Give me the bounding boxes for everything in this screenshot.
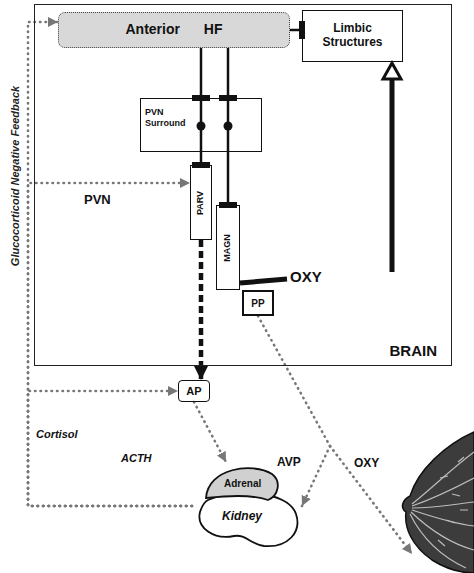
kidney-organ: AdrenalKidney <box>192 462 302 548</box>
process-box: Limbic Structures <box>302 10 403 62</box>
duct-line <box>412 502 474 508</box>
duct-line <box>412 510 474 526</box>
lobule-marks <box>438 457 468 546</box>
synapse-line <box>200 98 203 152</box>
duct-line <box>412 478 474 506</box>
breast-texture <box>410 452 474 568</box>
breast-outline <box>403 432 474 573</box>
inhibitory-connector <box>290 29 302 32</box>
arrow-connector <box>28 391 192 506</box>
nucleus-box: MAGN <box>216 205 240 290</box>
process-box: PVN Surround <box>140 98 262 152</box>
arrow-connector <box>194 402 226 462</box>
arrow-connector <box>28 183 192 506</box>
adrenal-outline <box>206 468 278 500</box>
hormone-label: AVP <box>276 456 302 469</box>
inhibitory-connector <box>227 48 230 98</box>
process-box: AP <box>178 380 210 402</box>
duct-line <box>411 512 474 550</box>
inhibitory-connector <box>227 152 230 205</box>
arrow-connector <box>199 240 204 380</box>
synapse-lines <box>201 98 228 152</box>
hormone-label: OXY <box>290 269 322 286</box>
inhibitory-connector <box>200 48 203 98</box>
inhibitory-connector <box>200 152 203 165</box>
region-label: PVN <box>84 193 111 207</box>
box-label: MAGN <box>223 234 233 262</box>
box-label: AP <box>186 385 201 397</box>
box-label: PP <box>251 298 264 309</box>
open-arrowhead <box>383 63 401 79</box>
box-label: Anterior HF <box>126 22 223 37</box>
synapse-line <box>227 98 230 152</box>
region-title: BRAIN <box>390 343 438 360</box>
brain-region: BRAIN Anterior HF Limbic StructuresPVN Sur… <box>34 4 452 366</box>
hormone-label: Cortisol <box>36 428 78 440</box>
duct-line <box>412 452 474 504</box>
hormone-label: OXY <box>354 457 379 470</box>
oxy-projection <box>240 279 287 283</box>
kidney-shape <box>192 462 302 548</box>
box-label: PARV <box>196 190 206 214</box>
box-label: PVN Surround <box>145 107 191 129</box>
box-label: Limbic Structures <box>307 22 398 50</box>
synapse-dot <box>224 122 233 131</box>
arrowhead <box>402 543 412 554</box>
oxy-projection <box>390 78 395 272</box>
breast-illustration <box>403 432 474 573</box>
nucleus-box: PARV <box>190 165 212 240</box>
process-box: Anterior HF <box>58 12 290 48</box>
arrow-connector <box>28 22 192 506</box>
duct-line <box>410 514 466 568</box>
kidney-outline <box>199 493 297 546</box>
feedback-label: Glucocorticoid Negative Feedback <box>9 86 21 266</box>
organ-label: Adrenal <box>224 478 261 489</box>
synapse-dot <box>197 122 206 131</box>
process-box: PP <box>242 290 274 316</box>
hormone-label: ACTH <box>120 452 153 464</box>
organ-label: Kidney <box>222 510 262 523</box>
oxy-release-line <box>330 446 412 554</box>
